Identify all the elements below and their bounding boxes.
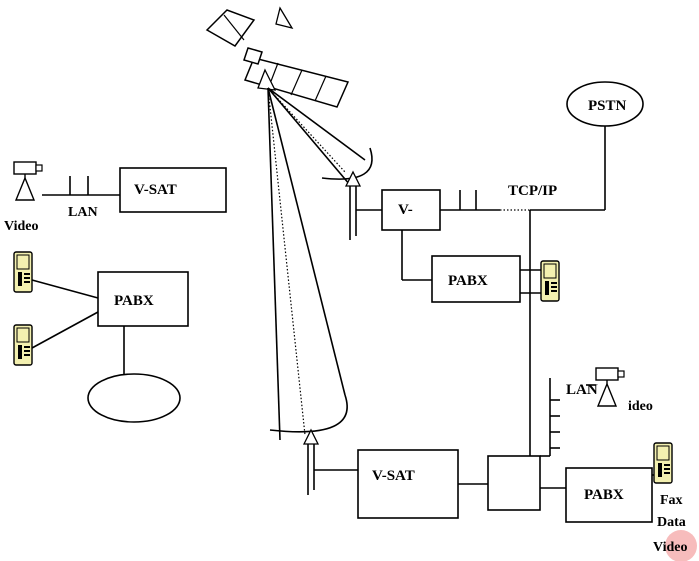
pstn-cloud [566, 81, 644, 127]
telephone-icon [13, 324, 33, 366]
label-pabx-bottom-right: PABX [584, 487, 624, 503]
telephone-icon [653, 442, 673, 484]
router-box [487, 455, 541, 511]
video-camera-icon [595, 367, 625, 407]
label-video-left: Video [4, 219, 38, 234]
phone-links-left [31, 279, 125, 382]
pabx-box-top-right [431, 255, 521, 303]
video-camera-icon [13, 161, 43, 201]
label-lan-left: LAN [68, 205, 98, 220]
network-cloud-left [87, 373, 181, 423]
label-pabx-top-right: PABX [448, 273, 488, 289]
satellite-icon [205, 6, 350, 108]
label-lan-right: LAN [566, 382, 598, 398]
label-vsat-top-right: V- [398, 202, 413, 218]
lan-bus-top-right [440, 126, 606, 211]
label-video-bottom: Video [653, 540, 687, 555]
satellite-beams [267, 87, 366, 441]
vsat-box-bottom [357, 449, 459, 519]
label-pstn: PSTN [588, 98, 627, 114]
telephone-icon [540, 260, 560, 302]
pabx-box-left [97, 271, 189, 327]
label-vsat-bottom: V-SAT [372, 468, 415, 484]
label-video-right: ideo [628, 399, 653, 414]
satellite-dish-icon [269, 394, 348, 495]
telephone-icon [13, 251, 33, 293]
lan-bus-left [42, 176, 120, 196]
video-highlight-marker [665, 530, 697, 561]
lan-bus-bottom-right [540, 378, 560, 457]
vsat-box-left [119, 167, 227, 213]
label-pabx-left: PABX [114, 293, 154, 309]
pabx-box-bottom-right [565, 467, 653, 523]
vsat-box-top-right [381, 189, 441, 231]
label-data: Data [657, 515, 686, 530]
pabx-links-top-right [401, 230, 432, 281]
label-fax: Fax [660, 493, 683, 508]
label-vsat-left: V-SAT [134, 182, 177, 198]
label-tcpip: TCP/IP [508, 183, 557, 199]
